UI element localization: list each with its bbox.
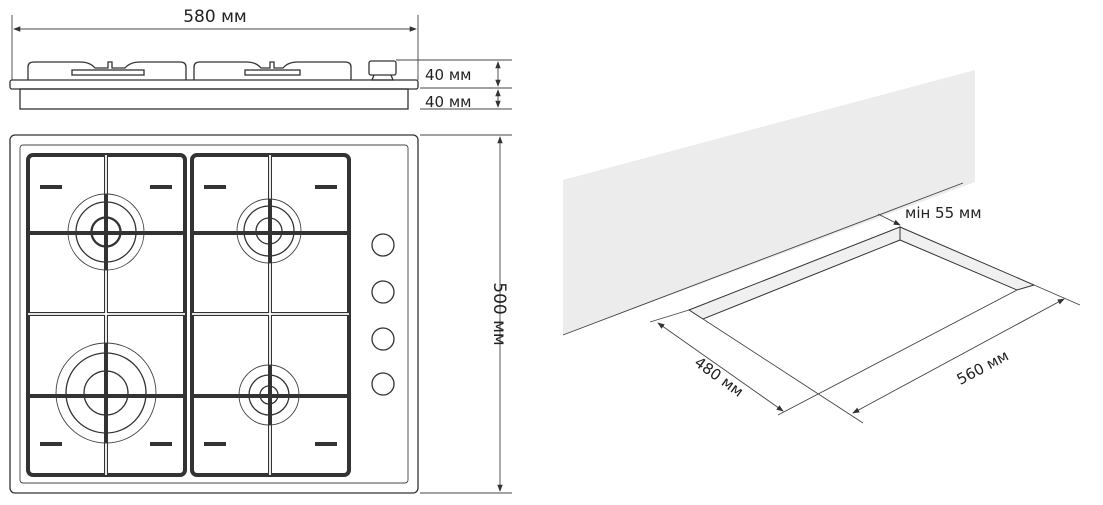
control-knob-1 <box>371 233 395 257</box>
hob-outline <box>9 134 419 494</box>
control-knob-4 <box>371 372 395 396</box>
knob-side <box>368 60 397 76</box>
body-height-label: 40 мм <box>425 93 472 111</box>
min-gap-label: мін 55 мм <box>905 204 982 222</box>
burner-side <box>244 69 301 76</box>
cutout-diagram <box>562 70 1081 424</box>
cutout-width-dimension-line <box>852 298 1065 414</box>
burner-back-right <box>236 198 302 264</box>
depth-label: 500 мм <box>489 282 509 346</box>
hob-top-view <box>9 134 512 494</box>
burner-side <box>71 69 145 76</box>
width-label: 580 мм <box>183 7 247 27</box>
burner-back-left <box>67 193 145 271</box>
grate-height-label: 40 мм <box>425 66 472 84</box>
cutout-width-label: 560 мм <box>954 346 1012 388</box>
burner-front-left <box>55 342 157 444</box>
burner-front-right <box>238 364 300 426</box>
wall <box>563 70 975 335</box>
cutout-depth-label: 480 мм <box>691 353 747 400</box>
control-knob-3 <box>371 327 395 351</box>
hob-plate-side <box>9 79 419 90</box>
hob-body-side <box>19 88 409 110</box>
control-knob-2 <box>371 280 395 304</box>
hob-side-view <box>9 15 512 110</box>
cutout-depth-dimension-line <box>657 322 784 412</box>
